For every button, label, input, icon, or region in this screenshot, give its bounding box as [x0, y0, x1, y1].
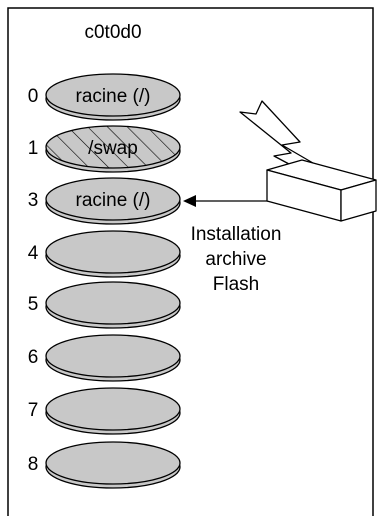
- slice-5: 5: [28, 281, 181, 329]
- slice-number: 6: [28, 347, 39, 368]
- slice-platter: [45, 441, 181, 485]
- slice-platter: [45, 73, 181, 117]
- flash-archive-box-icon: [266, 159, 377, 222]
- slice-1: 1/swap: [28, 125, 181, 173]
- callout-line-3: Flash: [213, 274, 259, 295]
- slice-label: racine (/): [76, 190, 151, 211]
- slice-8: 8: [28, 441, 181, 489]
- slice-platter: [45, 387, 181, 431]
- disk-frame: [7, 7, 374, 516]
- disk-title: c0t0d0: [84, 22, 141, 43]
- slice-label: /swap: [88, 138, 138, 159]
- disk-slices: 0 racine (/) 1/swap 3 racine (/) 4 5 6 7 8: [28, 73, 181, 489]
- slice-platter: [45, 281, 181, 325]
- slice-platter: [45, 230, 181, 274]
- slice-number: 4: [28, 243, 39, 264]
- slice-3: 3 racine (/): [28, 177, 181, 225]
- slice-number: 3: [28, 190, 39, 211]
- callout-line-1: Installation: [191, 224, 282, 245]
- slice-platter: [45, 334, 181, 378]
- arrowhead-icon: [183, 195, 196, 207]
- slice-number: 1: [28, 138, 39, 159]
- slice-platter: [45, 177, 181, 221]
- slice-6: 6: [28, 334, 181, 382]
- slice-label: racine (/): [76, 86, 151, 107]
- slice-0: 0 racine (/): [28, 73, 181, 121]
- slice-number: 0: [28, 86, 39, 107]
- callout-line-2: archive: [205, 249, 266, 270]
- slice-number: 7: [28, 400, 39, 421]
- slice-4: 4: [28, 230, 181, 278]
- slice-platter: [45, 125, 181, 169]
- slice-7: 7: [28, 387, 181, 435]
- slice-number: 8: [28, 454, 39, 475]
- slice-number: 5: [28, 294, 39, 315]
